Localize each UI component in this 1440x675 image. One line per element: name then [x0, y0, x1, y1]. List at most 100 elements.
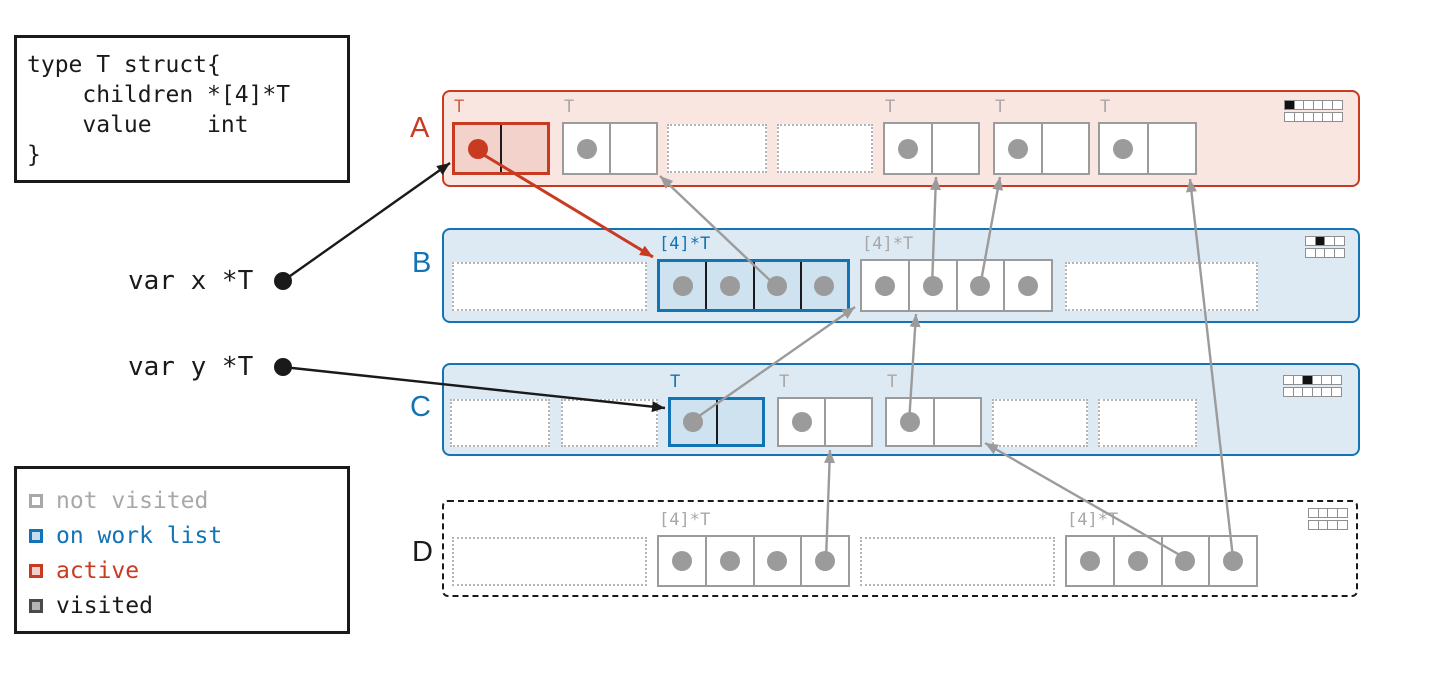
not-visited-swatch-icon — [29, 493, 43, 508]
object-cell — [704, 537, 753, 585]
legend-item-active: active — [29, 553, 347, 588]
object-cell — [671, 400, 716, 444]
visited-swatch-icon — [29, 598, 43, 613]
object-cell — [659, 537, 705, 585]
bitmap-row — [1284, 100, 1343, 110]
pointer-slot-dot — [683, 412, 704, 432]
free-slot — [452, 537, 647, 586]
object-type-label: T — [885, 97, 896, 117]
pointer-slot-dot — [874, 275, 895, 296]
bitmap-row — [1283, 387, 1342, 397]
object-cell — [1160, 537, 1209, 585]
pointer-slot-dot — [719, 551, 740, 571]
object-cell — [824, 399, 871, 445]
object-type-label: T — [995, 97, 1006, 117]
span-label-D: D — [412, 536, 433, 568]
root-pointer-dot — [274, 272, 292, 290]
object-T — [777, 397, 873, 447]
bitmap-row — [1305, 236, 1345, 246]
bitmap-row — [1305, 248, 1345, 258]
pointer-slot-dot — [1175, 551, 1196, 571]
var-x-label: var x *T — [128, 266, 254, 296]
free-slot — [667, 124, 767, 173]
pointer-slot-dot — [899, 412, 920, 432]
free-slot — [1098, 399, 1197, 447]
legend-label: visited — [56, 592, 153, 619]
bitmap-cell — [1330, 387, 1342, 397]
object-cell — [752, 537, 801, 585]
object-cell — [705, 262, 752, 309]
object-type-label: T — [454, 97, 465, 117]
pointer-slot-dot — [1113, 138, 1134, 159]
pointer-slot-dot — [672, 275, 693, 296]
object-cell — [1112, 537, 1161, 585]
pointer-slot-dot — [767, 275, 788, 296]
type-definition-box: type T struct{ children *[4]*T value int… — [14, 35, 350, 183]
pointer-slot-dot — [815, 551, 836, 571]
object-type-label: [4]*T — [1067, 510, 1119, 530]
object-cell — [660, 262, 705, 309]
bitmap-cell — [1336, 508, 1348, 518]
pointer-slot-dot — [1079, 551, 1100, 571]
free-slot — [450, 399, 550, 447]
free-slot — [561, 399, 658, 447]
pointer-slot-dot — [767, 551, 788, 571]
bitmap-cell — [1333, 236, 1345, 246]
pointer-slot-dot — [671, 551, 692, 571]
free-slot — [452, 262, 647, 311]
bitmap-cell — [1331, 100, 1343, 110]
pointer-slot-dot — [897, 138, 918, 159]
object-type-label: [4]*T — [659, 510, 711, 530]
bitmap-row — [1308, 520, 1348, 530]
object-cell — [907, 261, 956, 310]
object-cell — [1146, 124, 1196, 173]
object-cell — [1040, 124, 1089, 173]
object-type-label: T — [670, 372, 681, 392]
object-cell — [799, 262, 847, 309]
mark-bitmap-icon — [1284, 100, 1343, 122]
object-cell — [1067, 537, 1113, 585]
object-T — [885, 397, 982, 447]
bitmap-cell — [1330, 375, 1342, 385]
mark-bitmap-icon — [1305, 236, 1345, 258]
legend-item-visited: visited — [29, 588, 347, 623]
object-array-4T — [657, 259, 850, 312]
bitmap-row — [1308, 508, 1348, 518]
mark-bitmap-icon — [1308, 508, 1348, 530]
free-slot — [992, 399, 1088, 447]
object-type-label: T — [1100, 97, 1111, 117]
pointer-slot-dot — [1018, 275, 1039, 296]
pointer-slot-dot — [1127, 551, 1148, 571]
code-line: } — [27, 142, 41, 168]
legend-label: on work list — [56, 522, 223, 549]
object-cell — [1003, 261, 1051, 310]
object-cell — [455, 125, 500, 172]
object-cell — [564, 124, 609, 173]
var-y-label: var y *T — [128, 352, 254, 382]
object-type-label: T — [779, 372, 790, 392]
object-array-4T — [1065, 535, 1258, 587]
object-array-4T — [860, 259, 1053, 312]
bitmap-row — [1284, 112, 1343, 122]
legend-label: active — [56, 557, 140, 584]
object-cell — [779, 399, 824, 445]
object-type-label: [4]*T — [862, 234, 914, 254]
object-cell — [752, 262, 800, 309]
object-cell — [715, 400, 763, 444]
bitmap-cell — [1331, 112, 1343, 122]
object-cell — [862, 261, 908, 310]
object-T — [883, 122, 980, 175]
object-cell — [932, 399, 981, 445]
mark-bitmap-icon — [1283, 375, 1342, 397]
object-type-label: T — [887, 372, 898, 392]
pointer-slot-dot — [791, 412, 812, 432]
active-swatch-icon — [29, 563, 43, 578]
object-T — [993, 122, 1090, 175]
bitmap-cell — [1336, 520, 1348, 530]
object-cell — [955, 261, 1004, 310]
object-cell — [800, 537, 848, 585]
legend-item-on-work-list: on work list — [29, 518, 347, 553]
object-T — [668, 397, 765, 447]
span-label-C: C — [410, 391, 431, 423]
